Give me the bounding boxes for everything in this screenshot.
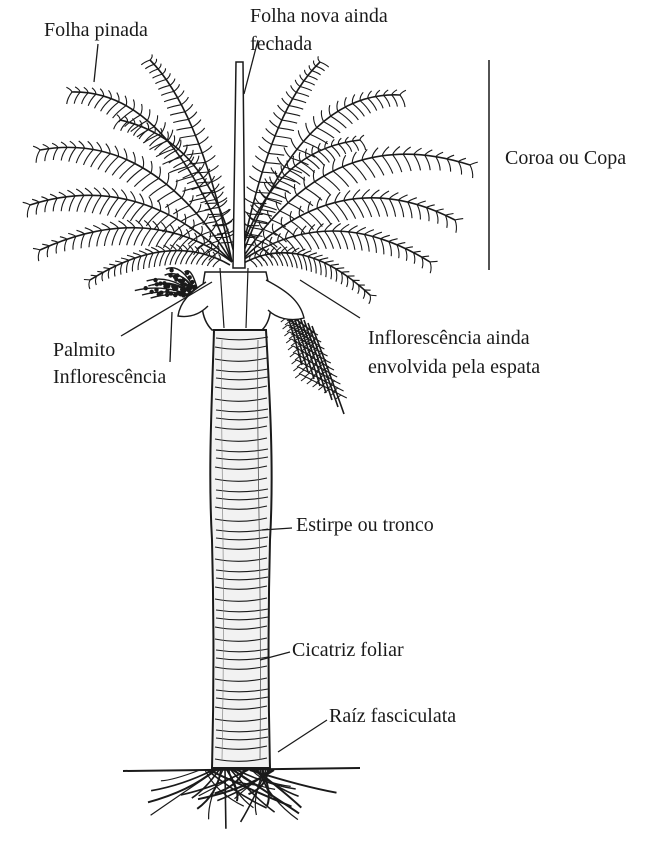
- fibrous-roots: [148, 770, 337, 829]
- pinnate-frond: [240, 223, 438, 273]
- label-palmito: Palmito: [53, 338, 115, 362]
- label-inflorescencia-espata-line2: envolvida pela espata: [368, 355, 540, 379]
- crownshaft: [178, 268, 304, 330]
- leader-inflorescencia: [170, 312, 172, 362]
- pinnate-frond: [240, 189, 463, 262]
- crown-foliage: [23, 54, 478, 304]
- trunk: [210, 330, 271, 768]
- leader-raiz: [278, 720, 327, 752]
- hanging-inflorescence: [279, 305, 347, 414]
- label-cicatriz: Cicatriz foliar: [292, 638, 404, 662]
- label-coroa: Coroa ou Copa: [505, 146, 626, 170]
- label-raiz: Raíz fasciculata: [329, 704, 456, 728]
- label-estirpe: Estirpe ou tronco: [296, 513, 434, 537]
- label-inflorescencia-espata-line1: Inflorescência ainda: [368, 326, 530, 350]
- leader-folha-pinada: [94, 44, 98, 82]
- leader-inflorescencia-espata: [300, 280, 360, 318]
- label-folha-nova-line1: Folha nova ainda: [250, 4, 388, 28]
- young-closed-leaf: [233, 62, 245, 268]
- label-folha-nova-line2: fechada: [250, 32, 312, 56]
- label-folha-pinada: Folha pinada: [44, 18, 148, 42]
- label-inflorescencia: Inflorescência: [53, 365, 166, 389]
